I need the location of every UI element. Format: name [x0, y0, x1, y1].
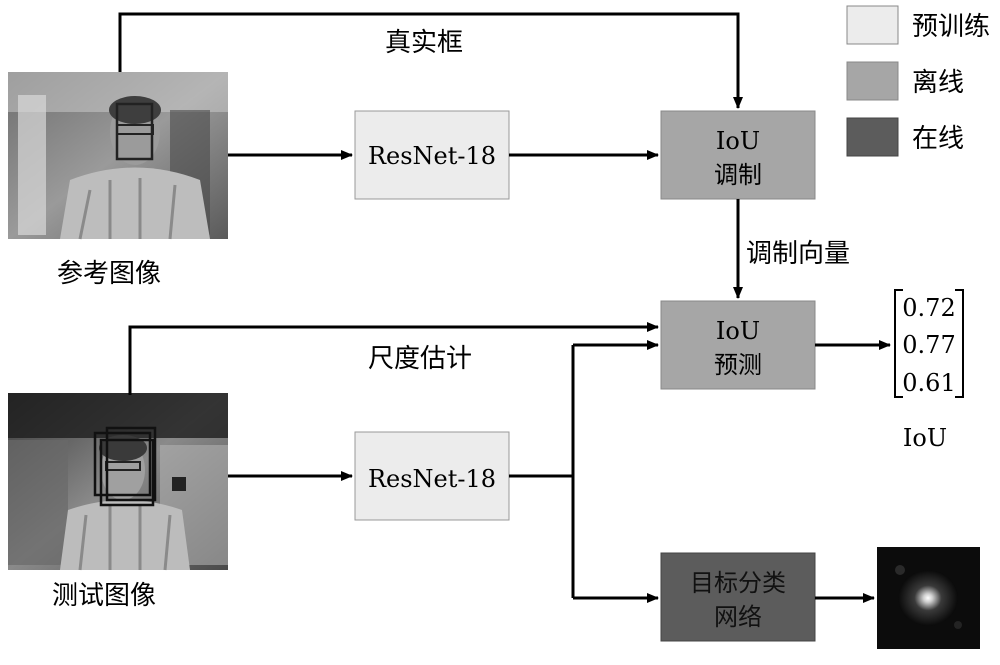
- legend-swatch-online: [846, 117, 899, 157]
- iou-value-1: 0.72: [902, 294, 955, 322]
- edges: [118, 12, 891, 603]
- resnet-bottom-block: ResNet-18: [354, 431, 510, 521]
- target-classifier-label-line1: 目标分类: [690, 569, 786, 597]
- iou-output-vector: 0.72 0.77 0.61: [894, 289, 964, 398]
- reference-image-caption: 参考图像: [57, 259, 161, 289]
- iou-modulation-block: IoU 调制: [660, 110, 816, 200]
- test-candidate-box-2: [105, 426, 157, 502]
- test-candidate-box-1: [93, 431, 152, 497]
- reference-image: [8, 72, 228, 240]
- target-classifier-block: 目标分类 网络: [660, 552, 816, 642]
- resnet-bottom-label: ResNet-18: [368, 465, 496, 493]
- legend-label-offline: 离线: [912, 68, 964, 98]
- legend-label-pretrained: 预训练: [912, 12, 990, 42]
- label-scale-estimation: 尺度估计: [368, 344, 472, 374]
- test-image-caption: 测试图像: [52, 581, 156, 611]
- reference-bounding-box: [115, 102, 154, 161]
- resnet-top-label: ResNet-18: [368, 142, 496, 170]
- test-candidate-box-3: [99, 438, 155, 507]
- response-heatmap: [877, 547, 980, 649]
- legend: 预训练 离线 在线: [846, 5, 990, 157]
- edge-ground-truth: [118, 12, 743, 109]
- legend-label-online: 在线: [912, 124, 964, 154]
- legend-swatch-offline: [846, 61, 899, 101]
- label-ground-truth-box: 真实框: [385, 28, 463, 58]
- target-classifier-label-line2: 网络: [714, 603, 762, 631]
- iou-output-caption: IoU: [903, 424, 947, 452]
- test-image: [8, 393, 228, 571]
- iou-value-2: 0.77: [902, 331, 955, 359]
- iou-modulation-label-line1: IoU: [716, 127, 760, 155]
- label-modulation-vector: 调制向量: [746, 239, 850, 269]
- resnet-top-block: ResNet-18: [354, 110, 510, 200]
- legend-swatch-pretrained: [846, 5, 899, 45]
- iou-prediction-label-line1: IoU: [716, 317, 760, 345]
- iou-modulation-label-line2: 调制: [714, 161, 762, 189]
- iou-value-3: 0.61: [902, 369, 955, 397]
- iou-prediction-block: IoU 预测: [660, 300, 816, 390]
- iou-prediction-label-line2: 预测: [714, 351, 762, 379]
- edge-scale-estimation: [128, 322, 659, 395]
